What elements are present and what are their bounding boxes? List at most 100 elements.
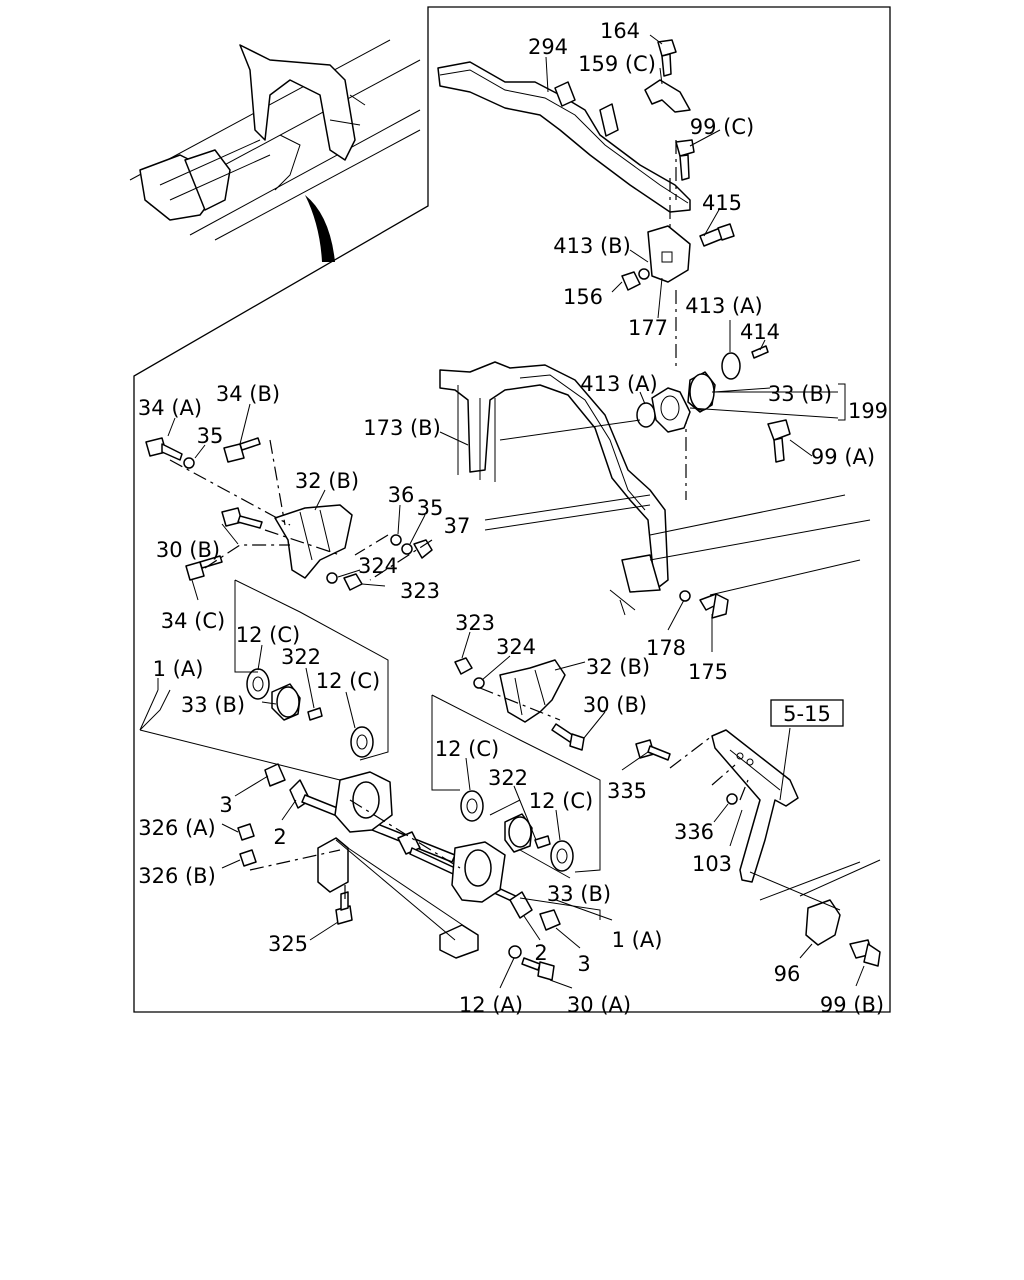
bolt-335 (635, 739, 671, 761)
bolt-30b-mid (551, 723, 585, 751)
washer-35-right (401, 543, 413, 555)
crossmember-173b (439, 361, 669, 616)
bolt-99a (767, 419, 791, 463)
callout-c323_mid: 323 (455, 611, 495, 635)
callout-c322_b: 322 (488, 766, 528, 790)
callout-c326a: 326 (A) (138, 816, 216, 840)
bolt-30a (521, 957, 555, 981)
callout-c12c_d: 12 (C) (529, 789, 593, 813)
callout-c324_mid: 324 (496, 635, 536, 659)
washer-413a-mid (636, 402, 656, 428)
reference-box-label: 5-15 (783, 702, 831, 726)
callout-c324_top: 324 (358, 554, 398, 578)
bolt-99c (675, 139, 695, 181)
callout-c12c_a: 12 (C) (236, 623, 300, 647)
bearing-housing-right (451, 841, 506, 903)
callout-c336: 336 (674, 820, 714, 844)
washer-12c-right-1 (460, 790, 484, 822)
bracket-177 (647, 225, 691, 283)
callout-c322_a: 322 (281, 645, 321, 669)
callout-c12c_b: 12 (C) (316, 669, 380, 693)
callout-c1a_right: 1 (A) (612, 928, 663, 952)
washer-12c-right-2 (550, 840, 574, 872)
bearing-housing-left (334, 771, 393, 833)
callout-c34a: 34 (A) (138, 396, 202, 420)
callout-c30a: 30 (A) (567, 993, 631, 1017)
callout-c30b_mid: 30 (B) (583, 693, 647, 717)
nut-156 (621, 268, 650, 291)
bolt-30b-left (221, 507, 263, 529)
clip-159c (644, 79, 691, 113)
callout-c12c_c: 12 (C) (435, 737, 499, 761)
nut-326b (239, 849, 257, 867)
callout-c12a: 12 (A) (459, 993, 523, 1017)
callout-c99b: 99 (B) (820, 993, 884, 1017)
bolt-34b (223, 437, 261, 463)
mount-bracket-32b-left (274, 504, 353, 579)
inset-pointer-icon (305, 195, 335, 262)
callout-c323_top: 323 (400, 579, 440, 603)
rubber-bushing-33b-left (271, 683, 301, 721)
sleeve-322-right (534, 835, 551, 849)
washer-36 (390, 534, 402, 546)
frame-bracket-294 (437, 61, 691, 213)
bolt-175 (699, 593, 729, 619)
inset-overview (129, 39, 421, 262)
callout-c294: 294 (528, 35, 568, 59)
callout-c413a_top: 413 (A) (685, 294, 763, 318)
callout-c96: 96 (774, 962, 801, 986)
callout-c33b_mid: 33 (B) (547, 882, 611, 906)
diagram-frame (133, 6, 891, 1013)
callout-c413a_mid: 413 (A) (580, 372, 658, 396)
callout-c30b_left: 30 (B) (156, 538, 220, 562)
callout-c35_right: 35 (417, 496, 444, 520)
callout-c34b: 34 (B) (216, 382, 280, 406)
callout-c159c: 159 (C) (578, 52, 656, 76)
washer-12c-left-2 (350, 726, 374, 758)
callout-c199: 199 (848, 399, 888, 423)
callout-c414: 414 (740, 320, 780, 344)
reference-box: 5-15 (770, 699, 844, 727)
callout-c32b_mid: 32 (B) (586, 655, 650, 679)
bracket-plate-right (439, 924, 479, 959)
bracket-96 (805, 899, 841, 946)
bolt-415 (699, 223, 735, 247)
callout-c2_left: 2 (273, 825, 286, 849)
leader-lines (139, 34, 865, 989)
callout-c99c: 99 (C) (690, 115, 754, 139)
callout-c103: 103 (692, 852, 732, 876)
callout-c33b_left: 33 (B) (181, 693, 245, 717)
bolt-34c (185, 555, 223, 581)
bolt-164 (657, 39, 677, 77)
washer-35-left (183, 457, 195, 469)
callout-c175: 175 (688, 660, 728, 684)
callout-c156: 156 (563, 285, 603, 309)
pin-414 (751, 345, 769, 359)
callout-c33b_top: 33 (B) (768, 382, 832, 406)
nut-326a (237, 823, 255, 841)
sleeve-322-left (307, 707, 323, 721)
callout-c173b: 173 (B) (363, 416, 441, 440)
washer-12a (508, 945, 522, 959)
callout-c35_left: 35 (197, 424, 224, 448)
washer-178 (679, 590, 691, 602)
callout-c335: 335 (607, 779, 647, 803)
rubber-mount-33b-top (687, 371, 716, 413)
callout-c3_left: 3 (219, 793, 232, 817)
callout-c99a: 99 (A) (811, 445, 875, 469)
callout-c415: 415 (702, 191, 742, 215)
bolt-34a (145, 437, 183, 461)
linkage-arm-103 (711, 729, 799, 883)
callout-c34c: 34 (C) (161, 609, 225, 633)
callout-c325: 325 (268, 932, 308, 956)
callout-c3_right: 3 (577, 952, 590, 976)
rubber-bushing-33b-right (504, 813, 533, 853)
nut-323-mid (454, 657, 473, 675)
callout-c178: 178 (646, 636, 686, 660)
callout-c413b: 413 (B) (553, 234, 631, 258)
bolt-99b (849, 939, 881, 967)
bracket-clamp-199 (651, 387, 691, 433)
callout-c177: 177 (628, 316, 668, 340)
